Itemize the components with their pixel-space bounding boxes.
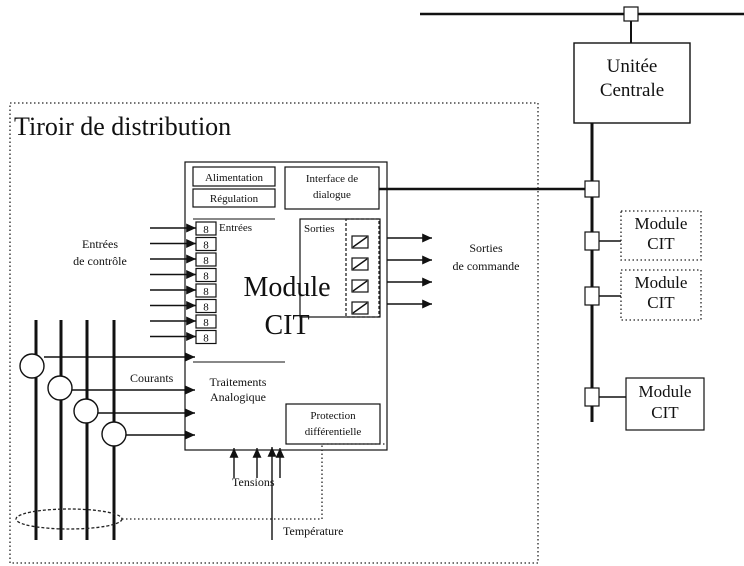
input-relay-cells: 8 8 8 8 8 8 8 8 — [195, 221, 217, 345]
remote-module-1: Module CIT — [584, 210, 702, 261]
tensions-arrows — [229, 448, 285, 478]
remote-module-3-line1: Module — [639, 382, 692, 401]
protection-line1: Protection — [310, 410, 356, 422]
current-sensors — [19, 352, 195, 447]
module-cit-line1: Module — [243, 272, 330, 303]
protection-line2: différentielle — [305, 426, 362, 438]
entrees-controle-line2: de contrôle — [73, 254, 127, 268]
interface-dialogue-line1: Interface de — [306, 173, 358, 185]
input-relay-glyph: 8 — [203, 255, 209, 267]
remote-module-1-line2: CIT — [647, 234, 675, 253]
remote-module-3-line2: CIT — [651, 403, 679, 422]
input-relay-glyph: 8 — [203, 224, 209, 236]
output-relay-contact — [352, 280, 368, 292]
output-relay-cells — [351, 233, 432, 315]
sorties-commande-line1: Sorties — [469, 241, 503, 255]
courants-label: Courants — [130, 371, 174, 385]
remote-module-2-line2: CIT — [647, 293, 675, 312]
tiroir-frame — [9, 102, 539, 564]
output-relay-contact — [352, 258, 368, 270]
remote-module-3: Module CIT — [584, 377, 705, 431]
unite-centrale-line1: Unitée — [607, 56, 658, 77]
remote-module-2-line1: Module — [635, 273, 688, 292]
remote-module-1-line1: Module — [635, 214, 688, 233]
input-relay-glyph: 8 — [203, 333, 209, 345]
sorties-label: Sorties — [304, 223, 335, 235]
input-relay-glyph: 8 — [203, 317, 209, 329]
tiroir-title: Tiroir de distribution — [14, 112, 231, 141]
temperature-sensor-wire — [122, 443, 386, 520]
entrees-controle-line1: Entrées — [82, 237, 118, 251]
tensions-label: Tensions — [232, 475, 275, 489]
temperature-label: Température — [283, 524, 343, 538]
sorties-box — [299, 218, 381, 318]
temperature-sensor-ellipse — [15, 508, 123, 530]
sorties-relay-column — [345, 218, 380, 318]
module-cit-box: Alimentation Régulation Interface de dia… — [184, 161, 388, 451]
alimentation-box — [192, 166, 276, 187]
protection-box — [285, 403, 381, 445]
input-relay-glyph: 8 — [203, 302, 209, 314]
traitements-line1: Traitements — [210, 375, 267, 389]
module-cit-line2: CIT — [264, 310, 309, 341]
unite-centrale-box: Unitée Centrale — [573, 42, 691, 124]
remote-module-2: Module CIT — [584, 269, 702, 321]
input-relay-glyph: 8 — [203, 286, 209, 298]
interface-dialogue-line2: dialogue — [313, 189, 351, 201]
interface-dialogue-box — [284, 166, 380, 210]
traitements-line2: Analogique — [210, 390, 266, 404]
input-relay-glyph: 8 — [203, 271, 209, 283]
regulation-label: Régulation — [210, 193, 259, 205]
output-relay-contact — [352, 236, 368, 248]
output-relay-contact — [352, 302, 368, 314]
alimentation-label: Alimentation — [205, 172, 264, 184]
entrees-label: Entrées — [219, 222, 252, 234]
unite-centrale-line2: Centrale — [600, 80, 664, 101]
interface-network-connector — [584, 180, 600, 198]
input-arrows — [150, 223, 196, 341]
sorties-commande-line2: de commande — [453, 259, 520, 273]
input-relay-glyph: 8 — [203, 240, 209, 252]
top-bus-connector — [623, 6, 639, 22]
regulation-box — [192, 188, 276, 208]
